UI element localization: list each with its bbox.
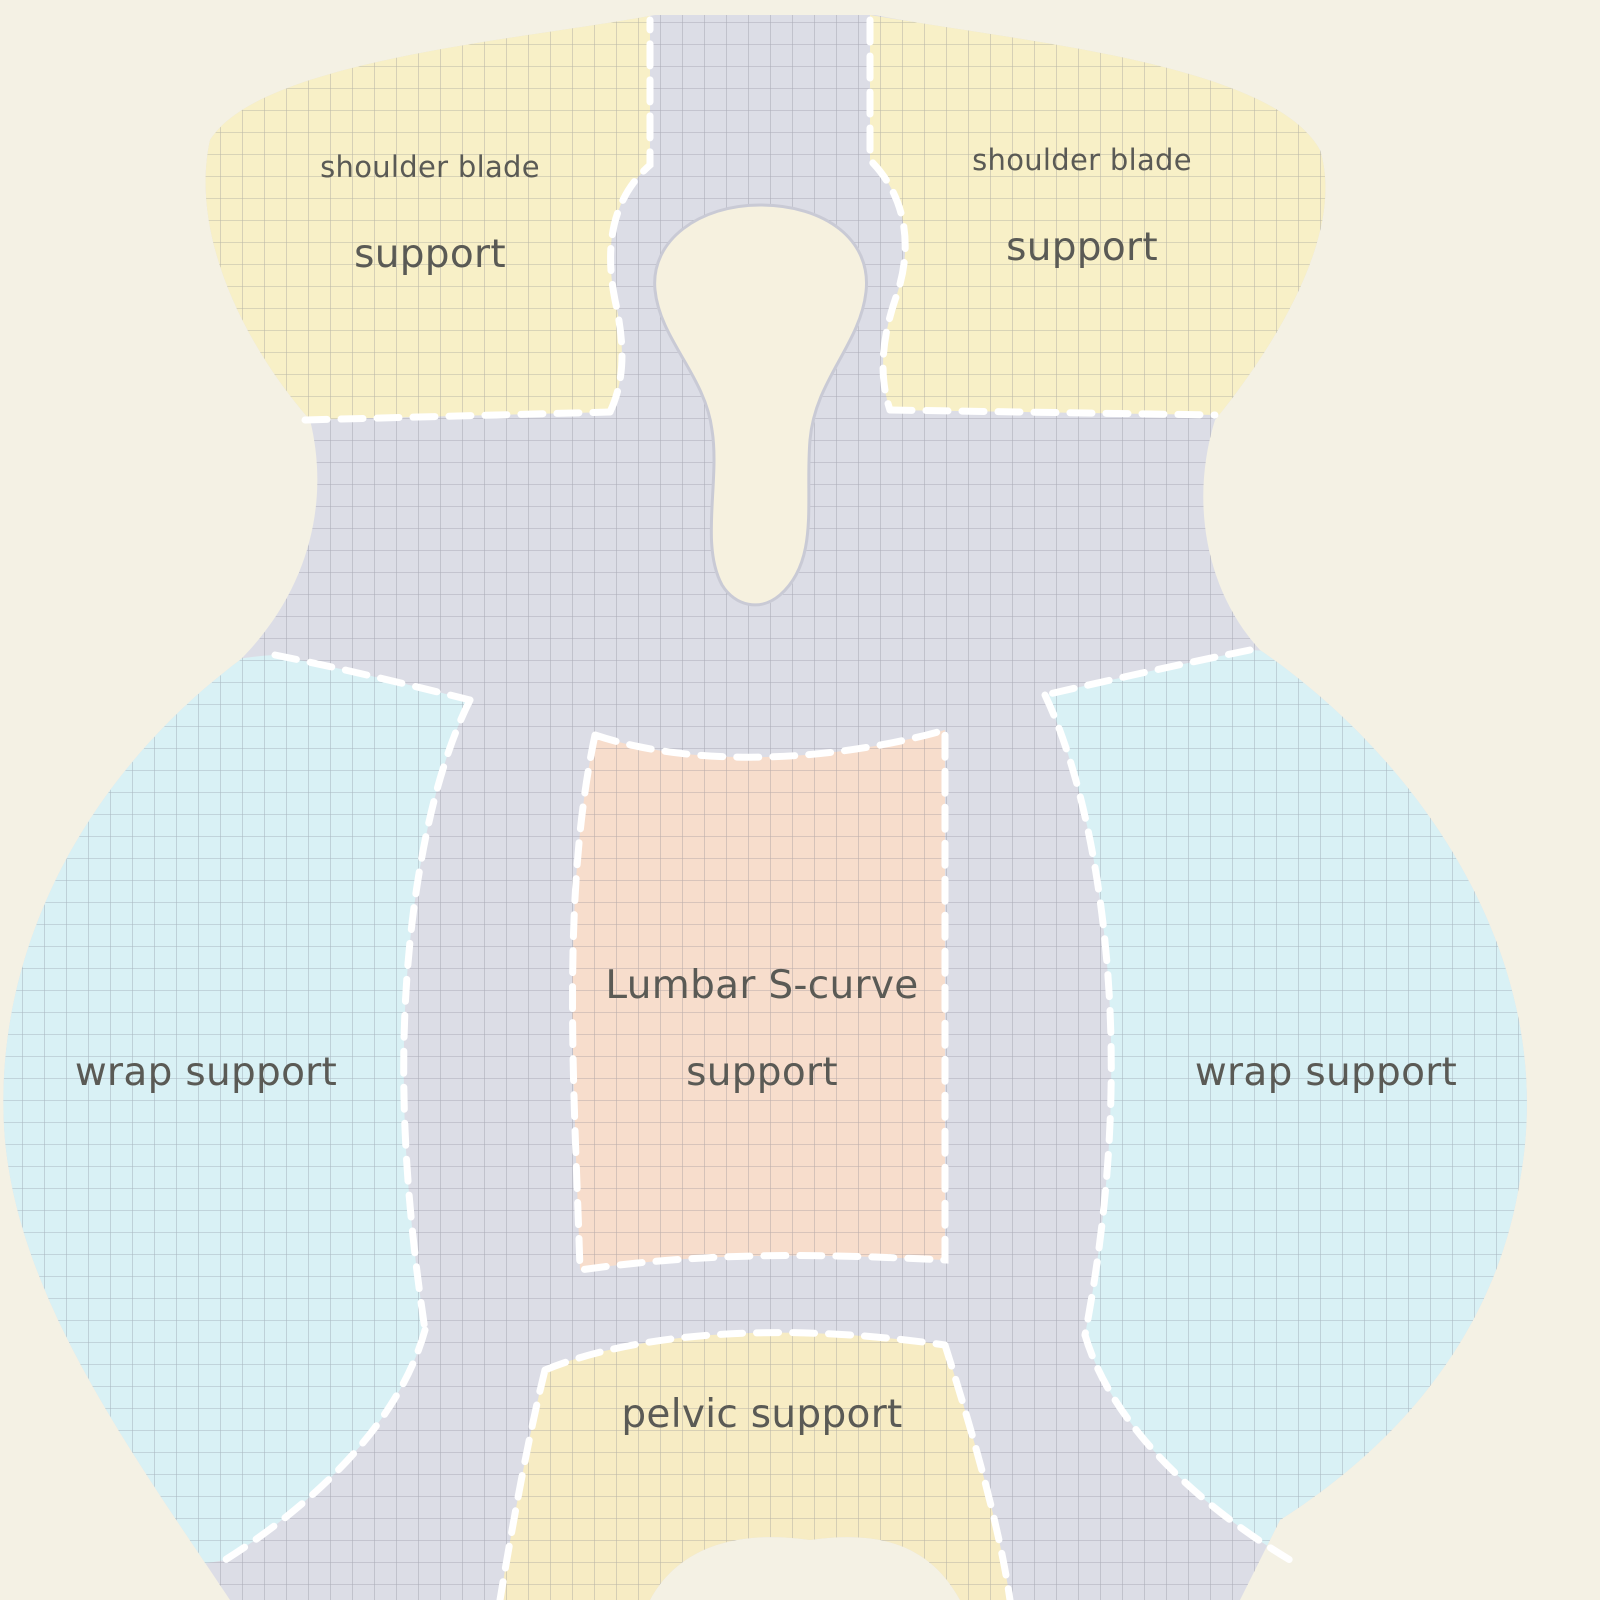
divider-wrap-left-side [400,696,474,1334]
divider-shoulder-left-bottom [301,408,614,424]
shoulder-right-label-top: shoulder blade [972,143,1192,177]
zone-dividers [221,16,1294,1600]
divider-wrap-left-bottom [221,1326,429,1564]
divider-shoulder-left-side [606,16,654,416]
divider-wrap-right-bottom [1081,1331,1294,1564]
divider-pelvic [496,1329,1014,1600]
head-keyhole-opening [653,203,868,607]
divider-wrap-right-top [1041,646,1254,699]
divider-shoulder-right-bottom [886,406,1219,419]
shoulder-left-label-top: shoulder blade [320,150,540,184]
divider-wrap-right-side [1041,691,1115,1339]
wrap-right-label: wrap support [1194,1050,1458,1095]
lumbar-label-bottom: support [686,1050,838,1095]
shoulder-left-label-bottom: support [354,232,506,277]
wrap-left-label: wrap support [74,1050,338,1095]
shoulder-right-label-bottom: support [1006,225,1158,270]
divider-lumbar [569,725,949,1275]
pelvic-label: pelvic support [621,1392,903,1437]
divider-wrap-left-top [271,651,474,704]
divider-shoulder-right-side [866,16,909,414]
lumbar-label-top: Lumbar S-curve [605,963,919,1008]
